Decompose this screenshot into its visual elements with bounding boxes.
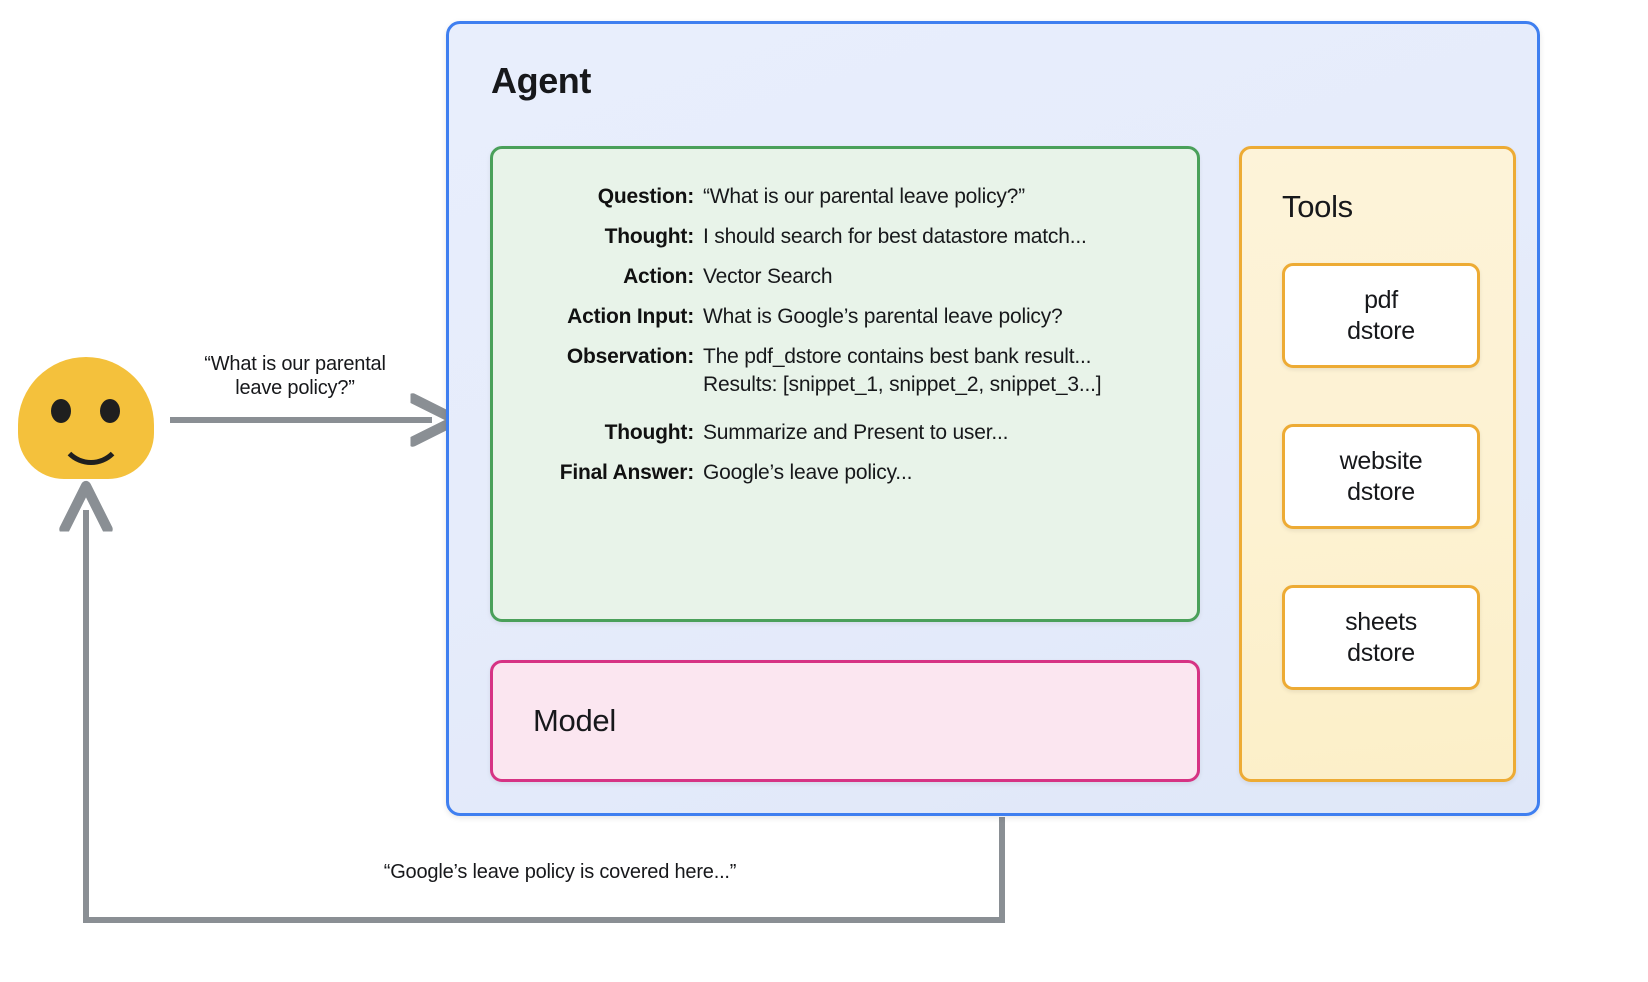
user-question-line-2: leave policy?” [235,377,355,400]
model-panel: Model [490,660,1200,782]
trace-key-action: Action: [623,265,694,288]
trace-value-observation-line-1: The pdf_dstore contains best bank result… [703,345,1092,368]
tool-label-line-1: website [1339,447,1423,475]
user-avatar [18,357,154,479]
tool-card-website-dstore-label: website dstore [1340,446,1423,507]
tool-label-line-2: dstore [1347,638,1415,667]
user-question-label: “What is our parental leave policy?” [170,352,420,401]
trace-row-observation: Observation: The pdf_dstore contains bes… [493,345,1197,397]
avatar-smile [58,427,124,465]
tools-title: Tools [1282,189,1353,224]
react-trace-rows: Question: “What is our parental leave po… [493,185,1197,501]
trace-row-action-input: Action Input: What is Google’s parental … [493,305,1197,329]
trace-key-observation: Observation: [566,345,694,368]
trace-value-observation: The pdf_dstore contains best bank result… [703,345,1102,397]
tool-label-line-2: dstore [1347,316,1415,345]
tool-label-line-1: sheets [1345,608,1417,636]
avatar-eye-right [100,399,120,423]
trace-row-question: Question: “What is our parental leave po… [493,185,1197,209]
agent-answer-label: “Google’s leave policy is covered here..… [383,861,737,883]
tool-card-sheets-dstore-label: sheets dstore [1345,607,1417,668]
trace-key-action-input: Action Input: [567,305,694,328]
tool-card-website-dstore[interactable]: website dstore [1282,424,1480,529]
trace-value-action-input: What is Google’s parental leave policy? [703,305,1063,328]
trace-value-final-answer: Google’s leave policy... [703,461,913,484]
trace-value-question: “What is our parental leave policy?” [703,185,1025,208]
trace-key-question: Question: [597,185,694,208]
avatar-eye-left [51,399,71,423]
trace-value-thought-2: Summarize and Present to user... [703,421,1009,444]
tool-card-pdf-dstore[interactable]: pdf dstore [1282,263,1480,368]
trace-key-final-answer: Final Answer: [559,461,695,484]
trace-row-thought-1: Thought: I should search for best datast… [493,225,1197,249]
trace-key-thought-1: Thought: [604,225,695,248]
trace-row-final-answer: Final Answer: Google’s leave policy... [493,461,1197,485]
react-trace-panel: Question: “What is our parental leave po… [490,146,1200,622]
user-question-line-1: “What is our parental [204,353,386,375]
tool-label-line-1: pdf [1364,286,1398,314]
trace-row-thought-2: Thought: Summarize and Present to user..… [493,421,1197,445]
trace-row-action: Action: Vector Search [493,265,1197,289]
trace-value-thought-1: I should search for best datastore match… [703,225,1087,248]
model-title: Model [533,703,616,738]
trace-key-thought-2: Thought: [604,421,695,444]
agent-container: Agent Question: “What is our parental le… [446,21,1540,816]
trace-value-observation-line-2: Results: [snippet_1, snippet_2, snippet_… [703,373,1102,396]
tool-card-pdf-dstore-label: pdf dstore [1347,285,1415,346]
tools-panel: Tools pdf dstore website dstore sheets d… [1239,146,1516,782]
tool-label-line-2: dstore [1347,477,1415,506]
agent-title: Agent [491,60,591,101]
trace-value-action: Vector Search [703,265,833,288]
tool-card-sheets-dstore[interactable]: sheets dstore [1282,585,1480,690]
